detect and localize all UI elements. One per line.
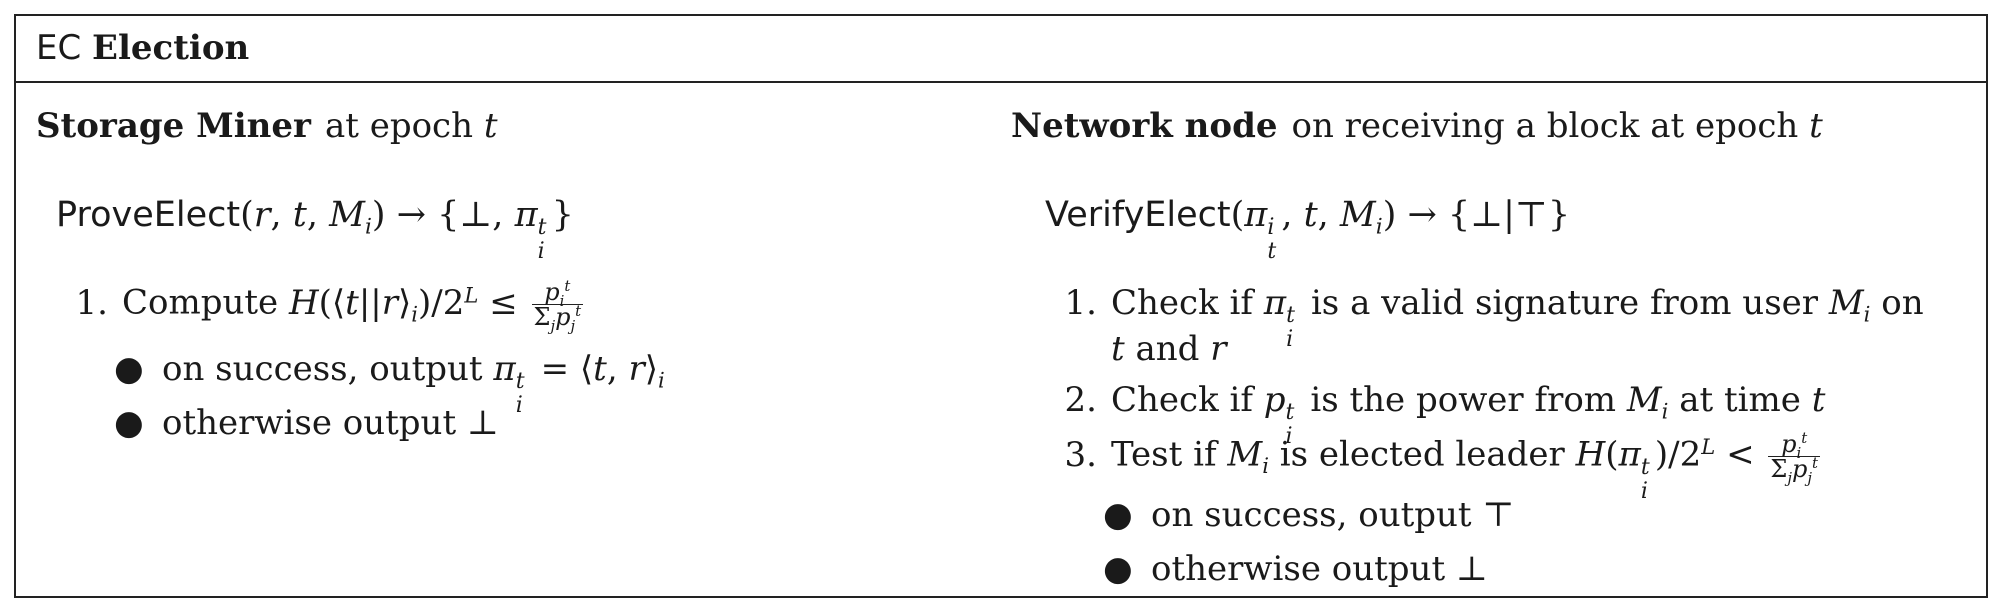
right-bullet-2-text: otherwise output [1151, 549, 1446, 589]
right-bullet-1: ●on success, output ⊤ [1103, 495, 1515, 535]
verify-elect-fn: VerifyElect [1045, 195, 1231, 235]
bullet-dot: ● [114, 403, 144, 443]
right-step-2-mid: is the power from [1310, 380, 1617, 420]
storage-miner-column: Storage Miner at epoch t ProveElect(r, t,… [16, 83, 991, 596]
left-bullet-2: ●otherwise output ⊥ [114, 403, 499, 443]
bullet-dot: ● [1103, 549, 1133, 589]
left-role-name: Storage Miner [36, 106, 311, 146]
prove-elect-fn: ProveElect [56, 195, 241, 235]
bullet-dot: ● [1103, 495, 1133, 535]
right-step-1-continuation: t and r [1111, 329, 1227, 369]
election-box: EC Election Storage Miner at epoch t Prov… [14, 14, 1988, 598]
right-step-2-post: at time [1679, 380, 1801, 420]
network-node-column: Network node on receiving a block at epoc… [991, 83, 1986, 596]
left-step-1-text: Compute [122, 282, 279, 323]
right-role-name: Network node [1011, 106, 1278, 146]
right-step-2-pre: Check if [1111, 380, 1253, 420]
title-text: Election [92, 28, 250, 68]
box-title: EC Election [36, 30, 249, 66]
right-step-1-pre: Check if [1111, 283, 1253, 323]
left-role-desc: at epoch [324, 106, 473, 146]
right-step-2-number: 2. [1064, 380, 1097, 420]
left-bullet-2-text: otherwise output [162, 403, 457, 443]
right-role-desc: on receiving a block at epoch [1291, 106, 1799, 146]
left-bullet-1-text: on success, output [162, 349, 483, 389]
bullet-dot: ● [114, 349, 144, 389]
right-step-3-mid: is elected leader [1279, 434, 1565, 475]
left-epoch-var: t [483, 106, 498, 146]
right-epoch-var: t [1809, 106, 1823, 146]
title-prefix: EC [36, 28, 82, 68]
right-bullet-1-text: on success, output [1151, 495, 1472, 535]
left-role-line: Storage Miner at epoch t [36, 107, 497, 145]
right-role-line: Network node on receiving a block at epoc… [1011, 107, 1823, 145]
right-step-1-mid: is a valid signature from user [1310, 283, 1819, 323]
box-header: EC Election [16, 16, 1986, 83]
right-step-3-number: 3. [1064, 434, 1097, 475]
right-step-3-pre: Test if [1111, 434, 1217, 475]
right-step-1-number: 1. [1064, 283, 1097, 323]
right-step-1-cont: and [1135, 329, 1200, 369]
left-step-1-number: 1. [75, 282, 108, 323]
right-bullet-2: ●otherwise output ⊥ [1103, 549, 1488, 589]
right-step-1-post: on [1881, 283, 1924, 323]
